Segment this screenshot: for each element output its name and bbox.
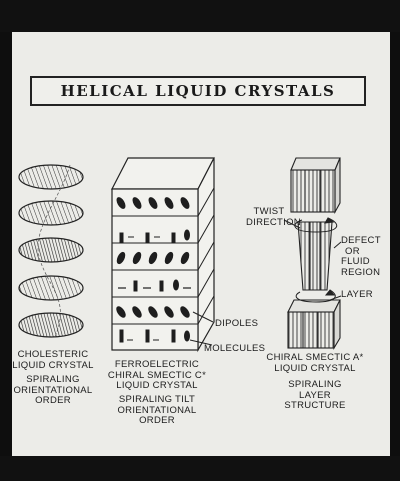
defect-callout-line-3: FLUID (341, 256, 370, 267)
cholesteric-name-line-2: LIQUID CRYSTAL (12, 359, 94, 371)
smectic-a-description: SPIRALING LAYER STRUCTURE (255, 379, 375, 412)
smectic-c-desc-line-3: ORDER (139, 415, 175, 426)
smectic-a-bottom-block (287, 299, 341, 350)
smectic-c-block (111, 157, 215, 353)
dipoles-callout: DIPOLES (215, 318, 259, 329)
smectic-a-name-label: CHIRAL SMECTIC A* LIQUID CRYSTAL (255, 352, 375, 374)
cholesteric-desc-line-2: ORIENTATIONAL (13, 384, 93, 396)
diagram-title: HELICAL LIQUID CRYSTALS (60, 82, 336, 100)
cholesteric-name-line-1: CHOLESTERIC (17, 349, 89, 360)
cholesteric-layer-2 (18, 200, 84, 226)
smectic-a-desc-line-1: SPIRALING (288, 379, 342, 390)
smectic-c-callout-lines (189, 311, 214, 346)
defect-callout-line-1: DEFECT (341, 235, 381, 246)
layer-callout: LAYER (341, 289, 373, 300)
twist-callout-line-1: TWIST (253, 206, 285, 217)
block-top-face (111, 157, 215, 190)
cholesteric-desc-line-1: SPIRALING (26, 374, 80, 385)
cholesteric-layer-1 (18, 164, 84, 190)
smectic-a-desc-line-2: LAYER (299, 389, 331, 401)
smectic-c-name-line-2: CHIRAL SMECTIC C* (107, 369, 207, 381)
bottom-frame-border (0, 456, 400, 481)
twist-callout-line-2: DIRECTION (246, 216, 301, 228)
top-frame-border (0, 0, 400, 32)
defect-callout-line-4: REGION (341, 266, 381, 278)
twist-arrow (294, 217, 338, 303)
cholesteric-layer-3 (18, 237, 84, 263)
title-box: HELICAL LIQUID CRYSTALS (30, 76, 366, 106)
cholesteric-layer-4 (18, 275, 84, 301)
cholesteric-layer-5 (18, 312, 84, 338)
smectic-a-name-line-2: LIQUID CRYSTAL (274, 362, 356, 374)
smectic-a-defect-region (297, 221, 333, 291)
smectic-c-description: SPIRALING TILT ORIENTATIONAL ORDER (102, 394, 212, 427)
smectic-c-desc-line-2: ORIENTATIONAL (117, 404, 197, 416)
smectic-a-callout-lines (283, 219, 342, 301)
smectic-c-name-label: FERROELECTRIC CHIRAL SMECTIC C* LIQUID C… (102, 359, 212, 392)
defect-region-callout: DEFECT OR FLUID REGION (341, 235, 381, 278)
smectic-a-name-line-1: CHIRAL SMECTIC A* (266, 352, 364, 363)
cholesteric-helix-line (37, 164, 71, 338)
smectic-a-top-block (290, 157, 341, 215)
smectic-a-desc-line-3: STRUCTURE (284, 400, 346, 411)
cholesteric-description: SPIRALING ORIENTATIONAL ORDER (8, 374, 98, 407)
smectic-c-name-line-3: LIQUID CRYSTAL (116, 380, 198, 391)
cholesteric-name-label: CHOLESTERIC LIQUID CRYSTAL (8, 349, 98, 371)
smectic-c-name-line-1: FERROELECTRIC (114, 359, 200, 370)
molecules-callout: MOLECULES (204, 343, 266, 354)
cholesteric-desc-line-3: ORDER (35, 395, 71, 406)
smectic-c-desc-line-1: SPIRALING TILT (118, 394, 196, 405)
cholesteric-stack (18, 164, 84, 338)
twist-direction-callout: TWIST DIRECTION (246, 206, 301, 228)
defect-callout-line-2: OR (345, 245, 360, 257)
smectic-c-molecules (116, 197, 191, 343)
